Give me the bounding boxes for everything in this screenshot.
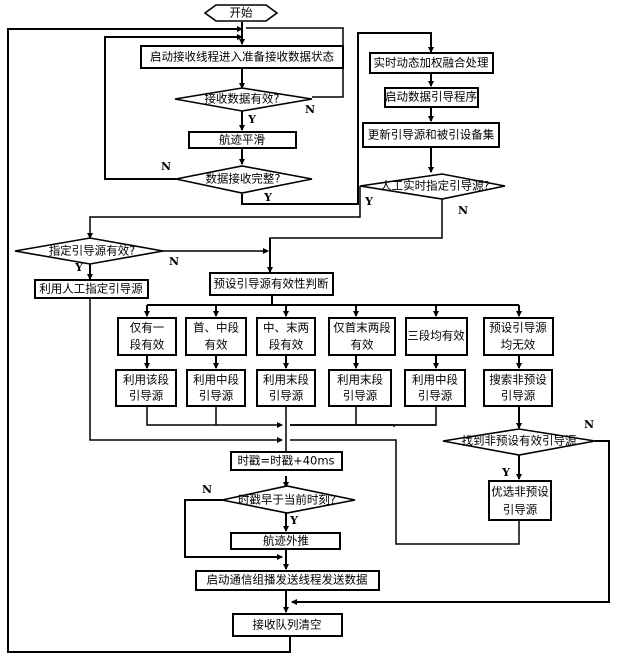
yes-label: Y — [263, 191, 272, 204]
manual-designate-label: 人工实时指定引导源? — [380, 179, 490, 193]
designated-valid-label: 指定引导源有效? — [49, 244, 136, 258]
preset-judge-label: 预设引导源有效性判断 — [214, 277, 329, 291]
extrapolate-label: 航迹外推 — [263, 534, 309, 548]
clear-queue-box: 接收队列清空 — [232, 613, 343, 637]
update-set-box: 更新引导源和被引设备集 — [362, 122, 500, 148]
use-box-2: 利用中段 引导源 — [186, 369, 246, 407]
start-label: 开始 — [230, 6, 253, 20]
time-add-label: 时戳=时戳+40ms — [237, 454, 334, 468]
case-3-line-1: 中、末两 — [263, 321, 309, 335]
extrapolate-box: 航迹外推 — [230, 532, 341, 550]
use-2-line-1: 利用中段 — [193, 373, 239, 387]
use-box-3: 利用末段 引导源 — [256, 369, 316, 407]
recv-complete-label: 数据接收完整? — [205, 172, 280, 186]
case-box-5: 三段均有效 — [405, 317, 468, 356]
case-2-line-2: 有效 — [205, 338, 228, 352]
select-nonpreset-line-1: 优选非预设 — [491, 485, 549, 499]
use-2-line-2: 引导源 — [199, 389, 234, 403]
time-earlier-label: 时戳早于当前时刻? — [238, 493, 336, 507]
update-set-label: 更新引导源和被引设备集 — [368, 128, 495, 142]
use-6-line-1: 搜索非预设 — [489, 373, 547, 387]
case-6-line-1: 预设引导源 — [489, 321, 547, 335]
case-5-line-1: 三段均有效 — [407, 329, 465, 343]
found-nonpreset-label: 找到非预设有效引导源 — [462, 434, 577, 448]
track-smooth-box: 航迹平滑 — [188, 131, 297, 149]
yes-label: Y — [501, 466, 510, 479]
case-box-2: 首、中段 有效 — [185, 317, 247, 356]
fusion-label: 实时动态加权融合处理 — [374, 56, 489, 70]
no-label: N — [305, 103, 315, 116]
time-earlier-decision: 时戳早于当前时刻? — [221, 485, 356, 514]
manual-designate-decision: 人工实时指定引导源? — [359, 173, 506, 200]
no-label: N — [169, 255, 179, 268]
track-smooth-label: 航迹平滑 — [219, 133, 265, 147]
use-6-line-2: 引导源 — [501, 389, 536, 403]
case-3-line-2: 段有效 — [269, 338, 304, 352]
use-box-5: 利用中段 引导源 — [404, 369, 466, 407]
yes-label: Y — [289, 514, 298, 527]
case-4-line-1: 仅首末两段 — [333, 321, 391, 335]
preset-judge-box: 预设引导源有效性判断 — [209, 272, 334, 296]
case-4-line-2: 有效 — [351, 338, 374, 352]
use-box-4: 利用末段 引导源 — [328, 369, 392, 407]
yes-label: Y — [74, 261, 83, 274]
time-add-box: 时戳=时戳+40ms — [230, 451, 343, 471]
guide-prog-label: 启动数据引导程序 — [385, 90, 477, 104]
start-node: 开始 — [203, 4, 279, 22]
case-box-1: 仅有一 段有效 — [117, 317, 177, 356]
yes-label: Y — [364, 195, 373, 208]
case-box-3: 中、末两 段有效 — [256, 317, 316, 356]
fusion-box: 实时动态加权融合处理 — [369, 52, 494, 74]
recv-complete-decision: 数据接收完整? — [175, 165, 313, 194]
clear-queue-label: 接收队列清空 — [253, 618, 322, 632]
no-label: N — [584, 418, 594, 431]
case-box-6: 预设引导源 均无效 — [483, 317, 554, 356]
recv-thread-box: 启动接收线程进入准备接收数据状态 — [140, 45, 344, 69]
designated-valid-decision: 指定引导源有效? — [14, 237, 164, 265]
case-1-line-1: 仅有一 — [130, 321, 165, 335]
use-3-line-2: 引导源 — [269, 389, 304, 403]
no-label: N — [458, 204, 468, 217]
case-6-line-2: 均无效 — [501, 338, 536, 352]
use-4-line-2: 引导源 — [343, 389, 378, 403]
use-box-1: 利用该段 引导源 — [115, 369, 177, 407]
select-nonpreset-box: 优选非预设 引导源 — [488, 480, 552, 521]
use-1-line-2: 引导源 — [129, 389, 164, 403]
no-label: N — [161, 160, 171, 173]
data-valid-decision: 接收数据有效? — [174, 87, 313, 112]
send-thread-box: 启动通信组播发送线程发送数据 — [195, 570, 380, 591]
no-label: N — [202, 483, 212, 496]
use-manual-label: 利用人工指定引导源 — [39, 282, 143, 296]
use-5-line-1: 利用中段 — [412, 373, 458, 387]
use-manual-box: 利用人工指定引导源 — [34, 279, 149, 299]
case-box-4: 仅首末两段 有效 — [328, 317, 396, 356]
send-thread-label: 启动通信组播发送线程发送数据 — [207, 573, 368, 587]
case-1-line-2: 段有效 — [130, 338, 165, 352]
select-nonpreset-line-2: 引导源 — [503, 503, 538, 517]
found-nonpreset-decision: 找到非预设有效引导源 — [442, 428, 596, 456]
data-valid-label: 接收数据有效? — [204, 92, 279, 106]
use-1-line-1: 利用该段 — [123, 373, 169, 387]
case-2-line-1: 首、中段 — [193, 321, 239, 335]
use-box-6: 搜索非预设 引导源 — [483, 369, 553, 407]
yes-label: Y — [247, 113, 256, 126]
use-5-line-2: 引导源 — [418, 389, 453, 403]
use-3-line-1: 利用末段 — [263, 373, 309, 387]
recv-thread-label: 启动接收线程进入准备接收数据状态 — [150, 50, 334, 64]
connectors — [7, 22, 610, 653]
guide-prog-box: 启动数据引导程序 — [384, 87, 479, 108]
use-4-line-1: 利用末段 — [337, 373, 383, 387]
